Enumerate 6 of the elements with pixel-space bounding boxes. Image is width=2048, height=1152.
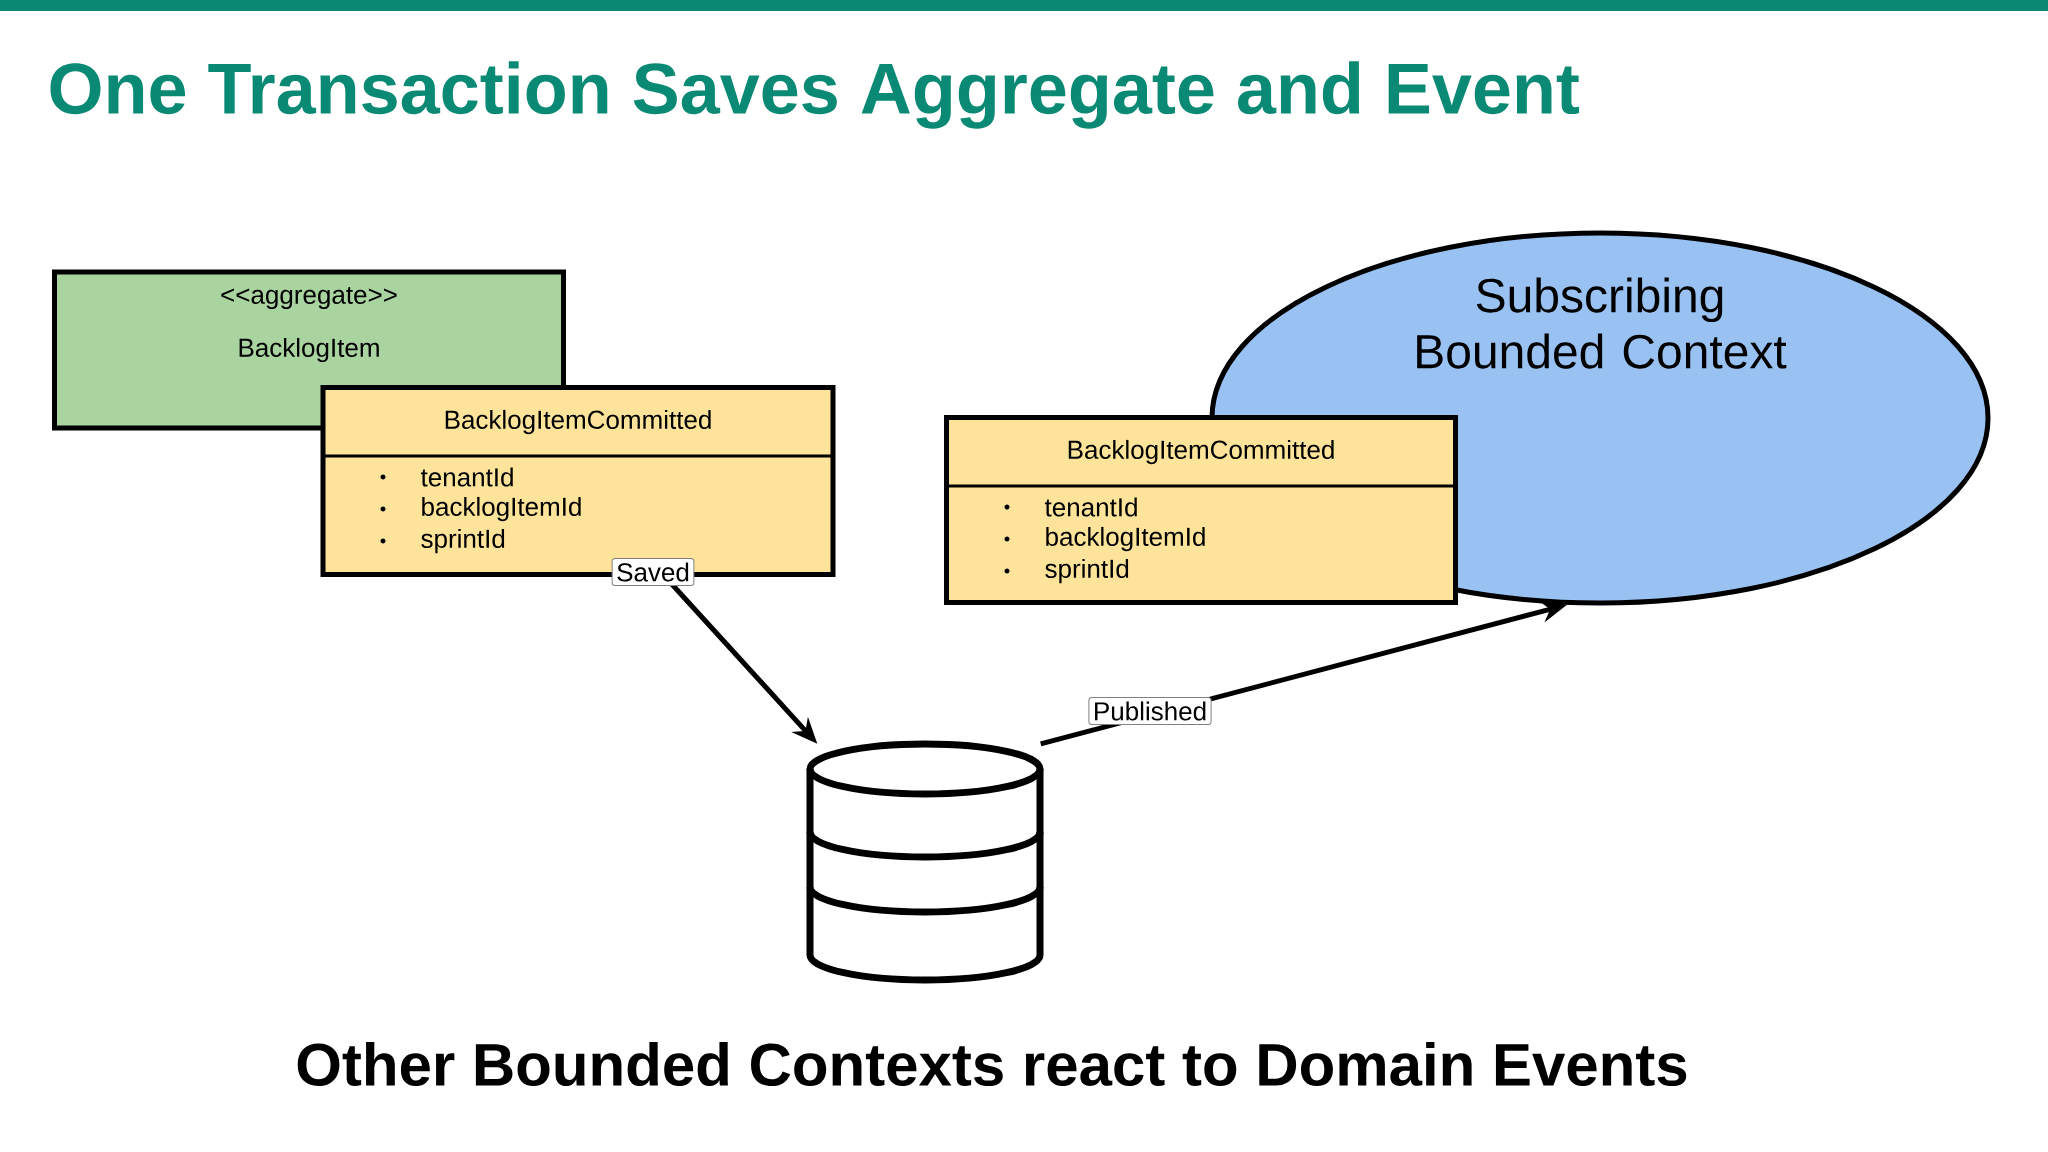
caption: Other Bounded Contexts react to Domain Events	[297, 1042, 1687, 1087]
event-box: BacklogItemCommitted tenantId backlogItemId sprintId	[944, 415, 1458, 605]
database-cylinder	[806, 740, 1044, 984]
slide-title: One Transaction Saves Aggregate and Event	[50, 61, 1580, 129]
edge-label: Saved	[611, 557, 695, 587]
edge-label: Published	[1088, 696, 1212, 726]
